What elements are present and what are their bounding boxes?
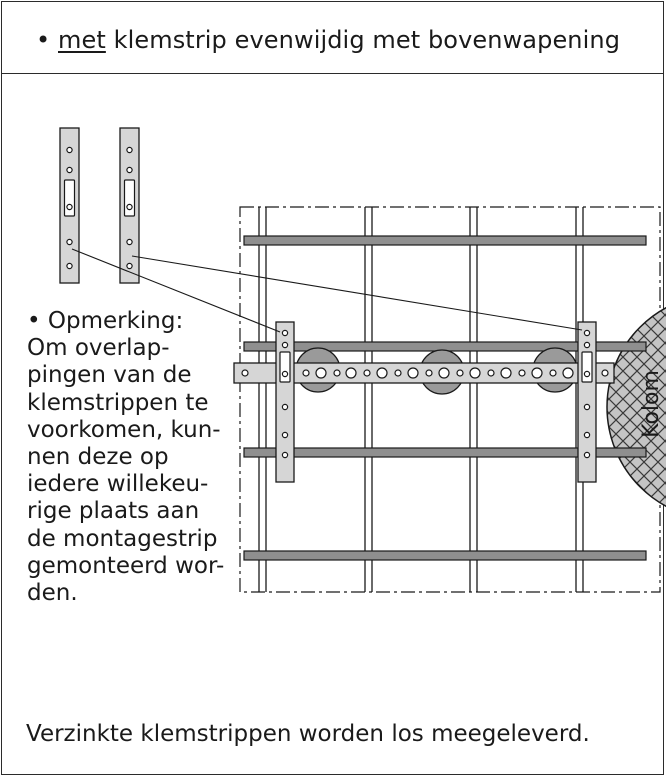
header-text: • met klemstrip evenwijdig met bovenwape… [36, 26, 620, 54]
note-line: voorkomen, kun- [27, 416, 221, 443]
header-bullet: • [36, 26, 51, 54]
slab-boundary [239, 206, 661, 593]
column-label: Kolom [639, 370, 664, 438]
note-line: nen deze op [27, 444, 169, 471]
note-line: den. [27, 580, 78, 607]
note-line: gemonteerd wor- [27, 552, 225, 579]
montage-strip [233, 362, 615, 384]
header-rest: klemstrip evenwijdig met bovenwapening [113, 26, 621, 54]
note-line: pingen van de [27, 362, 192, 389]
note-line: klemstrippen te [27, 389, 209, 416]
header-box: • met klemstrip evenwijdig met bovenwape… [2, 2, 663, 74]
note-line: rige plaats aan [27, 498, 200, 525]
note-line: iedere willekeu- [27, 471, 209, 498]
header-emphasis: met [58, 26, 106, 54]
vertical-rebars [258, 207, 584, 592]
note-line: de montagestrip [27, 525, 218, 552]
clamp-strip-1 [59, 127, 80, 284]
mounted-clamp-strip-right [577, 321, 597, 483]
leader-lines [71, 248, 583, 333]
mounted-clamp-strip-left [275, 321, 295, 483]
footer-text: Verzinkte klemstrippen worden los meegel… [26, 721, 590, 747]
clamp-strip-2 [119, 127, 140, 284]
note-line: Om overlap- [27, 335, 170, 362]
note-text: • Opmerking: Om overlap- pingen van de k… [27, 308, 237, 607]
note-line: • Opmerking: [27, 308, 184, 334]
